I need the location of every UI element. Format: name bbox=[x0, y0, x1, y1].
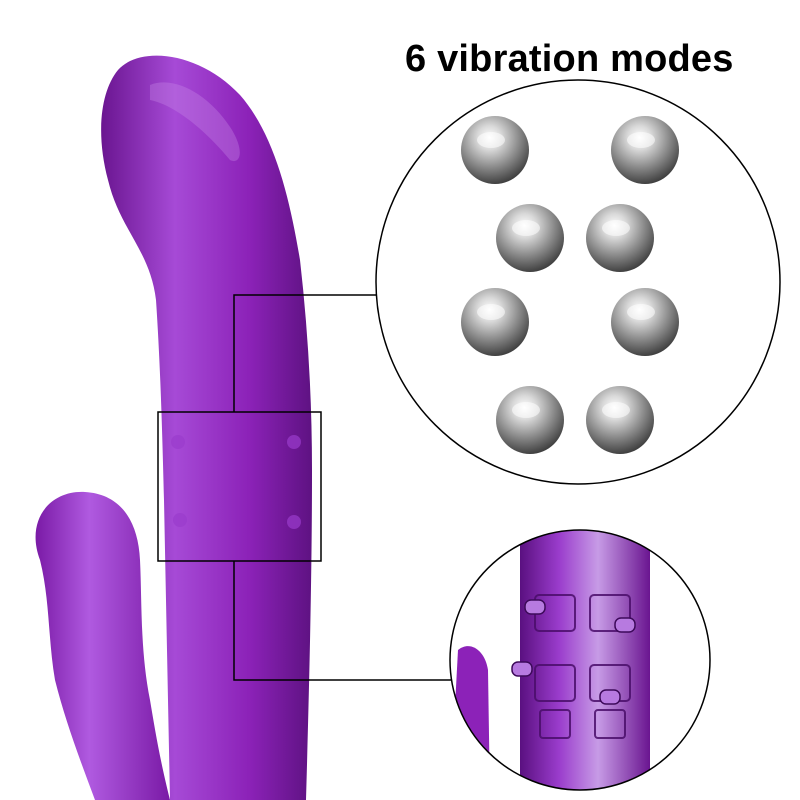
metal-bead bbox=[496, 204, 564, 272]
metal-bead bbox=[611, 116, 679, 184]
metal-bead bbox=[611, 288, 679, 356]
connector-line-top bbox=[233, 294, 378, 412]
shaft-bumps bbox=[171, 435, 301, 529]
bead-highlight bbox=[477, 132, 505, 148]
internal-callout-border bbox=[449, 529, 711, 791]
headline: 6 vibration modes bbox=[405, 38, 734, 80]
beads-closeup-callout bbox=[375, 79, 781, 485]
main-shaft bbox=[101, 55, 312, 800]
metal-bead bbox=[586, 386, 654, 454]
bead-highlight bbox=[627, 132, 655, 148]
focus-box bbox=[157, 411, 322, 562]
metal-bead bbox=[496, 386, 564, 454]
internal-mechanism-callout bbox=[450, 530, 650, 790]
metal-beads bbox=[461, 116, 679, 454]
bead-highlight bbox=[477, 304, 505, 320]
rabbit-arm bbox=[35, 491, 171, 800]
bead-highlight bbox=[512, 220, 540, 236]
bead-highlight bbox=[512, 402, 540, 418]
bead-highlight bbox=[602, 402, 630, 418]
metal-bead bbox=[461, 116, 529, 184]
shaft-highlight bbox=[150, 82, 240, 162]
bead-highlight bbox=[627, 304, 655, 320]
connector-line-bottom bbox=[233, 561, 460, 681]
metal-bead bbox=[586, 204, 654, 272]
bead-highlight bbox=[602, 220, 630, 236]
metal-bead bbox=[461, 288, 529, 356]
